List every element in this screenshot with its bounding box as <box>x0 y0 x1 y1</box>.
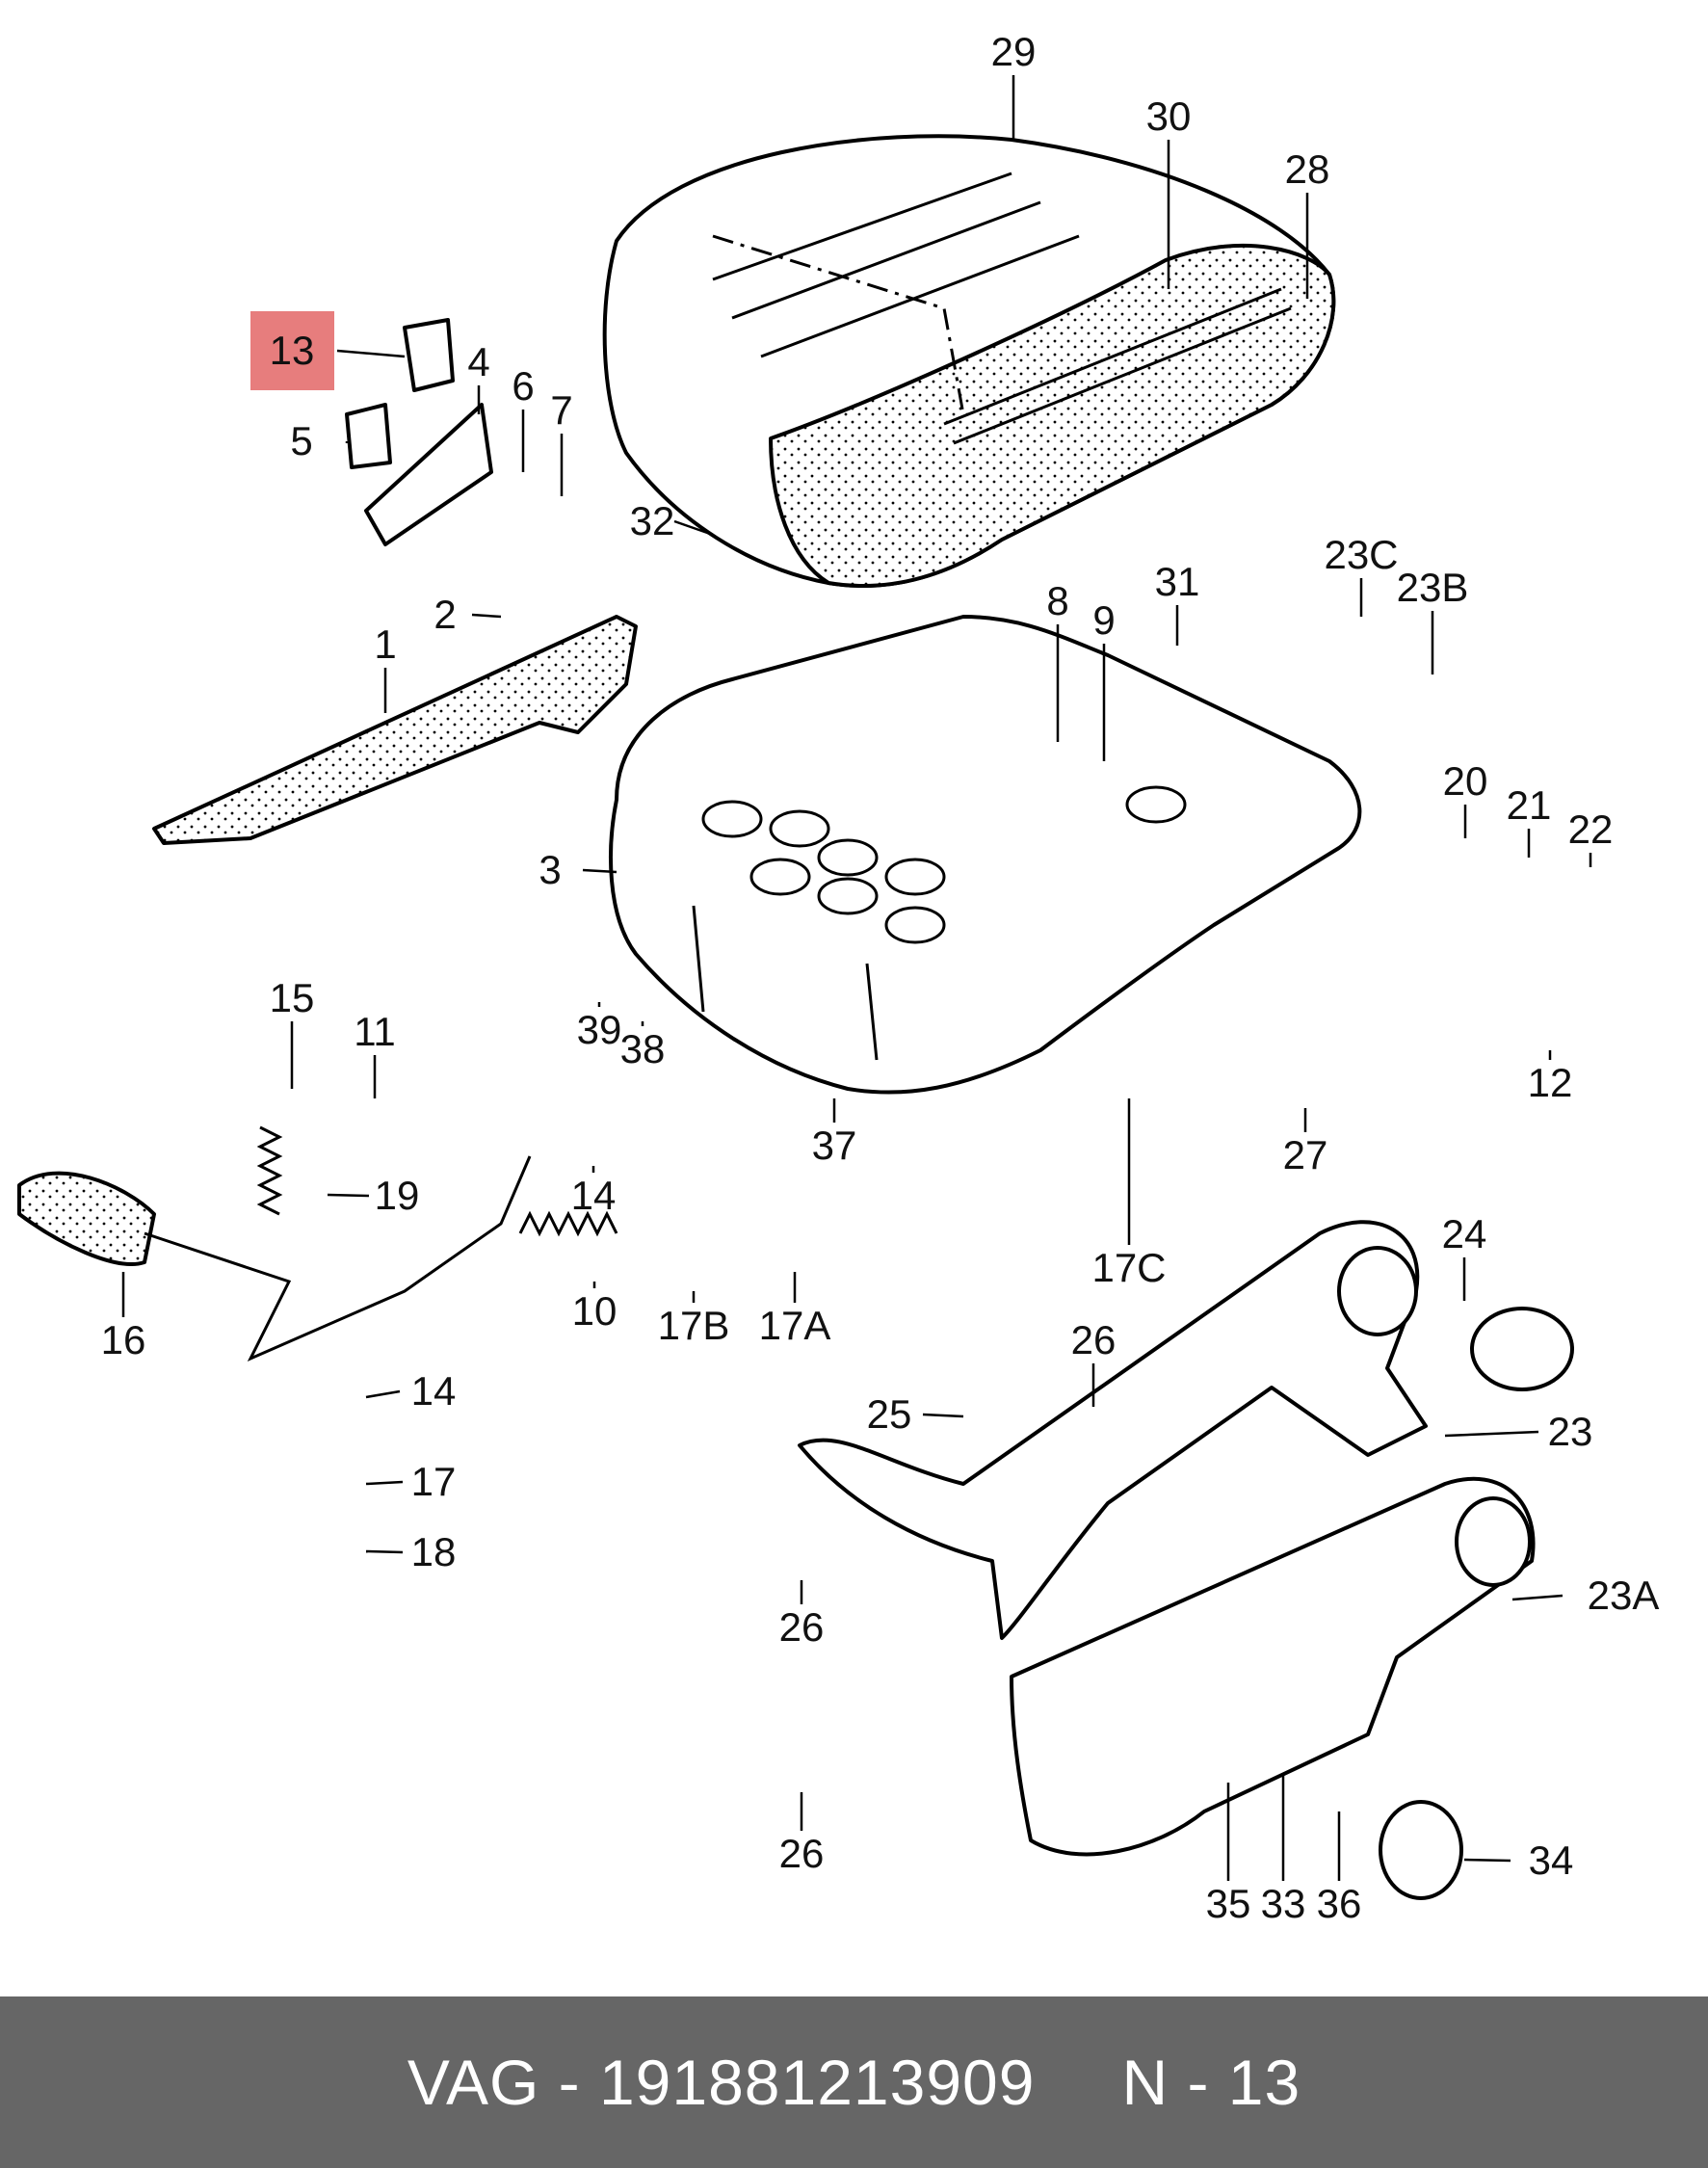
callout-4: 4 <box>467 339 489 384</box>
callout-17c: 17C <box>1091 1245 1166 1290</box>
callout-31: 31 <box>1155 559 1200 604</box>
position-reference: N - 13 <box>1121 2047 1301 2118</box>
callout-21: 21 <box>1507 782 1552 828</box>
callout-1: 1 <box>374 621 396 667</box>
callout-39: 39 <box>577 1007 622 1052</box>
part-reference: VAG - 191881213909 <box>407 2047 1036 2118</box>
outer-trim-shape <box>1010 1476 1536 1857</box>
leader-line-18 <box>365 1549 404 1554</box>
leader-line-23a <box>1511 1594 1563 1601</box>
highlight-box <box>250 311 334 390</box>
callout-20: 20 <box>1443 758 1488 804</box>
leader-line-13 <box>336 349 406 358</box>
leader-line-17 <box>365 1480 404 1486</box>
spring-10-shape <box>518 1210 618 1237</box>
leader-line-34 <box>1463 1858 1511 1863</box>
callout-33: 33 <box>1261 1881 1306 1926</box>
callout-11: 11 <box>354 1009 396 1054</box>
bracket-4-shape <box>364 403 493 546</box>
callout-22: 22 <box>1568 806 1614 852</box>
clip-5-shape <box>345 403 392 469</box>
callout-7: 7 <box>550 387 572 433</box>
callout-17a: 17A <box>759 1303 831 1348</box>
seat-frame-shape <box>609 615 1362 1095</box>
callout-32: 32 <box>630 498 675 543</box>
lever-16-shape <box>17 1155 532 1362</box>
callout-3: 3 <box>539 847 561 892</box>
callout-10: 10 <box>572 1288 618 1334</box>
callout-12: 12 <box>1528 1060 1573 1105</box>
leader-line-23 <box>1444 1430 1539 1438</box>
callout-28: 28 <box>1285 146 1330 192</box>
callout-29: 29 <box>991 29 1037 74</box>
callout-2: 2 <box>434 592 456 637</box>
leader-line-32 <box>673 519 714 537</box>
callout-27: 27 <box>1283 1132 1328 1177</box>
callout-14: 14 <box>411 1368 457 1414</box>
callout-23: 23 <box>1548 1409 1593 1454</box>
knob-24-shape <box>1470 1307 1574 1391</box>
callout-26: 26 <box>1071 1317 1117 1362</box>
leader-line-14 <box>365 1389 401 1399</box>
callout-15: 15 <box>270 975 315 1020</box>
callout-16: 16 <box>101 1317 146 1362</box>
clip-13-shape <box>403 318 455 392</box>
callout-9: 9 <box>1092 597 1115 643</box>
callout-25: 25 <box>867 1391 912 1437</box>
callout-13: 13 <box>270 328 315 373</box>
seat-rail-shape <box>152 615 638 845</box>
callout-23c: 23C <box>1324 532 1398 577</box>
callout-23a: 23A <box>1588 1573 1660 1618</box>
callout-23b: 23B <box>1397 565 1469 610</box>
callout-34: 34 <box>1529 1838 1574 1883</box>
callout-17b: 17B <box>658 1303 730 1348</box>
leader-line-3 <box>582 868 618 874</box>
spring-19-shape <box>256 1125 283 1216</box>
leader-line-25 <box>922 1413 964 1418</box>
callout-5: 5 <box>290 418 312 463</box>
callout-24: 24 <box>1442 1211 1487 1256</box>
callout-37: 37 <box>812 1123 857 1168</box>
seat-cushion-shape <box>602 134 1336 588</box>
side-trim-shape <box>798 1220 1428 1640</box>
callout-36: 36 <box>1317 1881 1362 1926</box>
callout-17: 17 <box>411 1459 457 1504</box>
callout-19: 19 <box>375 1173 420 1218</box>
leader-line-2 <box>471 613 502 619</box>
callout-38: 38 <box>620 1026 666 1071</box>
callout-26: 26 <box>779 1604 825 1650</box>
callout-8: 8 <box>1046 578 1068 623</box>
callout-35: 35 <box>1206 1881 1251 1926</box>
leader-line-19 <box>327 1193 370 1198</box>
knob-34-shape <box>1379 1800 1463 1900</box>
callout-18: 18 <box>411 1529 457 1574</box>
callout-6: 6 <box>512 363 534 409</box>
callout-14: 14 <box>571 1173 617 1218</box>
callout-26: 26 <box>779 1831 825 1876</box>
footer-bar: VAG - 191881213909 N - 13 <box>0 1996 1708 2168</box>
callout-30: 30 <box>1146 93 1192 139</box>
